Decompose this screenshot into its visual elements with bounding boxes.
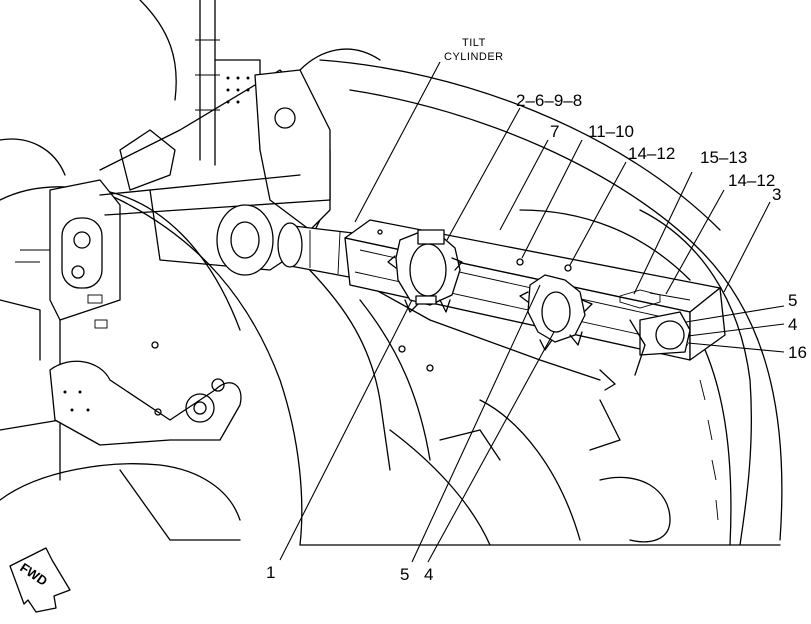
callout-11-10: 11–10 — [588, 122, 634, 141]
leader-4-right — [687, 323, 785, 337]
end-clamp-right — [599, 311, 691, 391]
leader-2-6-9-8 — [446, 107, 521, 241]
lower-link — [49, 360, 242, 446]
leader-14-12-a — [569, 161, 627, 266]
callout-5-bottom: 5 — [400, 565, 409, 584]
fwd-arrow: FWD — [9, 547, 71, 613]
callout-2-6-9-8: 2–6–9–8 — [516, 91, 582, 110]
callout-1: 1 — [266, 563, 275, 582]
leader-4-bottom — [427, 331, 555, 563]
callout-7: 7 — [550, 122, 559, 141]
label-tilt: TILT — [462, 37, 486, 49]
leader-3 — [723, 201, 771, 293]
leader-5-bottom — [411, 284, 541, 563]
pivot-bracket-left — [49, 179, 121, 329]
leader-11-10 — [521, 139, 583, 259]
mid-body — [151, 259, 601, 471]
callout-4-bottom: 4 — [424, 565, 433, 584]
upper-structure — [99, 48, 381, 276]
leader-1 — [279, 299, 413, 561]
leader-14-12-b — [665, 189, 725, 295]
callout-14-12-b: 14–12 — [728, 171, 775, 190]
callout-3: 3 — [772, 185, 781, 204]
clamp-collar-1 — [387, 229, 463, 313]
callout-5-right: 5 — [788, 291, 797, 310]
label-cylinder: CYLINDER — [444, 51, 504, 63]
callout-14-12-a: 14–12 — [628, 144, 675, 163]
leader-lines — [279, 61, 785, 563]
leader-15-13 — [633, 171, 693, 295]
leader-tilt-cylinder — [354, 61, 441, 223]
leader-7 — [499, 139, 549, 231]
callout-4-right: 4 — [788, 315, 797, 334]
ladder-rail — [139, 0, 261, 166]
callout-16: 16 — [788, 343, 807, 362]
callout-15-13: 15–13 — [700, 148, 747, 167]
leader-5-right — [685, 305, 785, 323]
leader-16 — [687, 342, 785, 353]
clamp-collar-2 — [519, 274, 593, 351]
callout-labels: TILT CYLINDER 2–6–9–8 7 11–10 14–12 15–1… — [266, 37, 807, 584]
